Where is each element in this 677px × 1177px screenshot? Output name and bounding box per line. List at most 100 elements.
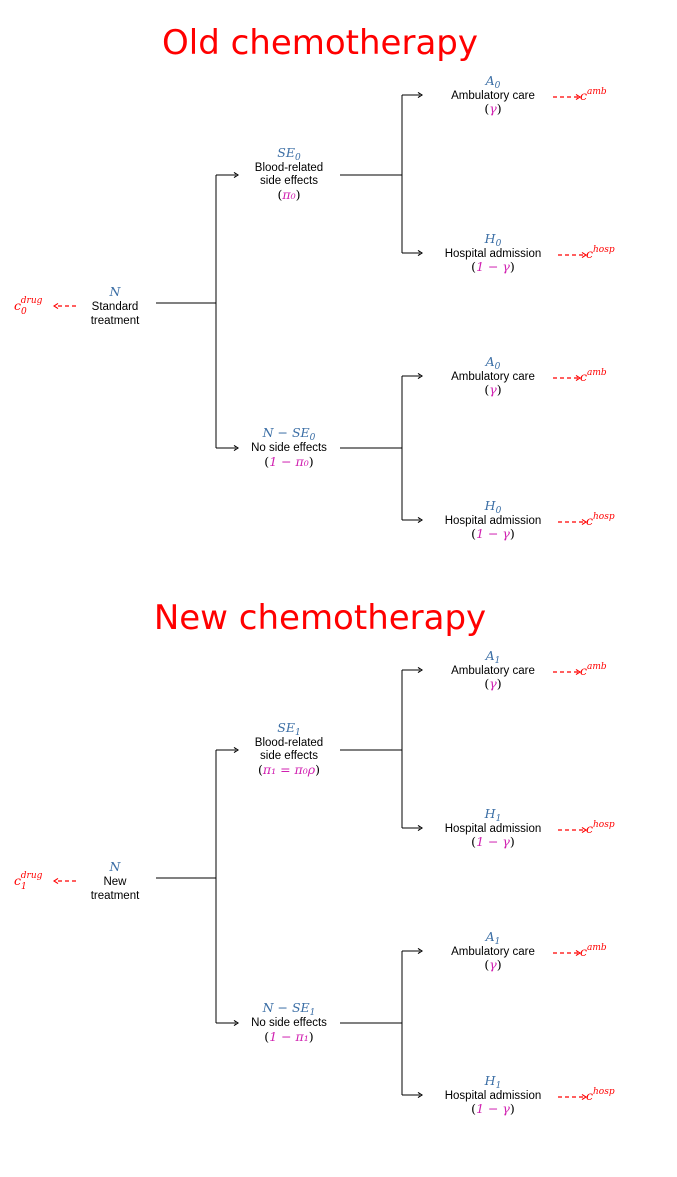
leaf-var-sub: 1 — [495, 656, 501, 666]
leaf-prob-open: ( — [471, 526, 476, 541]
leaf-prob: (1 − γ) — [471, 1101, 515, 1116]
branch-prob-open: ( — [264, 1029, 269, 1044]
branch-var: SE0 — [277, 145, 301, 163]
leaf-cost-sup: hosp — [593, 245, 615, 255]
branch-label: side effects — [260, 750, 318, 762]
branch-var: N − SE0 — [262, 425, 316, 443]
leaf-var: H0 — [484, 231, 502, 249]
leaf-var-sub: 0 — [496, 239, 502, 249]
leaf-cost: camb — [580, 943, 607, 959]
leaf-var-sub: 1 — [495, 937, 501, 947]
branch-var: SE1 — [277, 720, 300, 738]
branch-label: No side effects — [251, 1017, 327, 1029]
leaf-cost-arrow-head — [581, 518, 588, 526]
leaf-prob-open: ( — [471, 834, 476, 849]
leaf-cost-sup: hosp — [593, 1087, 615, 1097]
leaf-var-sub: 0 — [495, 81, 501, 91]
branch-prob-open: ( — [264, 454, 269, 469]
leaf-cost-arrow-head — [575, 374, 582, 382]
branch-arrow — [233, 1019, 240, 1027]
branch-prob-value: π₁ = π₀ρ — [262, 762, 316, 777]
branch-prob: (π₀) — [277, 187, 300, 202]
leaf-cost-arrow-head — [581, 251, 588, 259]
leaf-prob: (1 − γ) — [471, 526, 515, 541]
leaf-label: Hospital admission — [445, 248, 542, 260]
branch-prob: (1 − π₀) — [264, 454, 313, 469]
leaf-var-sub: 0 — [496, 506, 502, 516]
leaf-arrow — [417, 666, 424, 674]
leaf-cost: chosp — [586, 1087, 615, 1103]
leaf-label: Hospital admission — [445, 1090, 542, 1102]
leaf-var-sub: 1 — [496, 814, 502, 824]
root-var: N — [109, 284, 122, 299]
leaf-var-base: A — [485, 648, 495, 663]
branch-label: side effects — [260, 175, 318, 187]
leaf-cost-arrow-head — [581, 1093, 588, 1101]
leaf-var: A0 — [485, 354, 501, 372]
leaf-prob-value: γ — [489, 101, 497, 116]
leaf-var-base: H — [484, 498, 497, 513]
leaf-prob-close: ) — [510, 834, 515, 849]
branch-label: Blood-related — [255, 162, 323, 174]
leaf-arrow — [417, 249, 424, 257]
leaf-prob: (γ) — [484, 382, 501, 397]
branch-var: N − SE1 — [262, 1000, 316, 1018]
leaf-arrow — [417, 824, 424, 832]
leaf-prob-open: ( — [484, 101, 489, 116]
branch-arrow — [233, 444, 240, 452]
leaf-prob-value: γ — [489, 382, 497, 397]
leaf-cost-sup: hosp — [593, 512, 615, 522]
root-cost: c1drug — [14, 871, 76, 892]
leaf-var-base: A — [485, 929, 495, 944]
root-label: treatment — [91, 890, 140, 902]
leaf-cost-base: c — [586, 513, 593, 528]
new-chemotherapy-tree: New chemotherapyNNewtreatmentc1drugSE1Bl… — [14, 598, 615, 1116]
leaf-cost: camb — [580, 368, 607, 384]
leaf-prob-open: ( — [484, 957, 489, 972]
leaf-prob-close: ) — [510, 1101, 515, 1116]
leaf-cost-arrow-head — [575, 668, 582, 676]
leaf-cost-sup: amb — [587, 368, 607, 378]
diagram-title: New chemotherapy — [154, 598, 486, 638]
leaf-cost-sup: amb — [587, 943, 607, 953]
leaf-label: Hospital admission — [445, 515, 542, 527]
root-cost-sup: drug — [21, 296, 43, 306]
branch-prob-open: ( — [258, 762, 263, 777]
root-var: N — [109, 859, 122, 874]
branch-prob: (π₁ = π₀ρ) — [258, 762, 320, 777]
root-var-base: N — [109, 284, 122, 299]
root-label: New — [103, 876, 127, 888]
root-cost-text: c0drug — [14, 296, 43, 317]
root-cost-arrow-head — [52, 877, 59, 885]
leaf-cost-sup: hosp — [593, 820, 615, 830]
leaf-prob-value: γ — [489, 957, 497, 972]
branch-var-sub: 0 — [295, 153, 301, 163]
leaf-var: A0 — [485, 73, 501, 91]
leaf-cost-base: c — [586, 1088, 593, 1103]
branch-prob-close: ) — [315, 762, 320, 777]
root-label: Standard — [92, 301, 139, 313]
branch-prob-value: 1 − π₀ — [269, 454, 309, 469]
leaf-var: A1 — [485, 929, 501, 947]
branch-prob-close: ) — [309, 454, 314, 469]
branch-prob: (1 − π₁) — [264, 1029, 313, 1044]
leaf-prob-close: ) — [497, 382, 502, 397]
root-cost-base: c — [14, 298, 21, 313]
leaf-prob-value: 1 − γ — [476, 259, 510, 274]
root-cost-arrow-head — [52, 302, 59, 310]
old-chemotherapy-tree: Old chemotherapyNStandardtreatmentc0drug… — [14, 23, 615, 541]
leaf-var: A1 — [485, 648, 501, 666]
leaf-cost-arrow-head — [581, 826, 588, 834]
leaf-cost-base: c — [580, 944, 587, 959]
leaf-cost-base: c — [586, 821, 593, 836]
root-cost: c0drug — [14, 296, 76, 317]
root-cost-sub: 0 — [21, 307, 27, 317]
leaf-prob: (γ) — [484, 676, 501, 691]
leaf-cost: chosp — [586, 245, 615, 261]
